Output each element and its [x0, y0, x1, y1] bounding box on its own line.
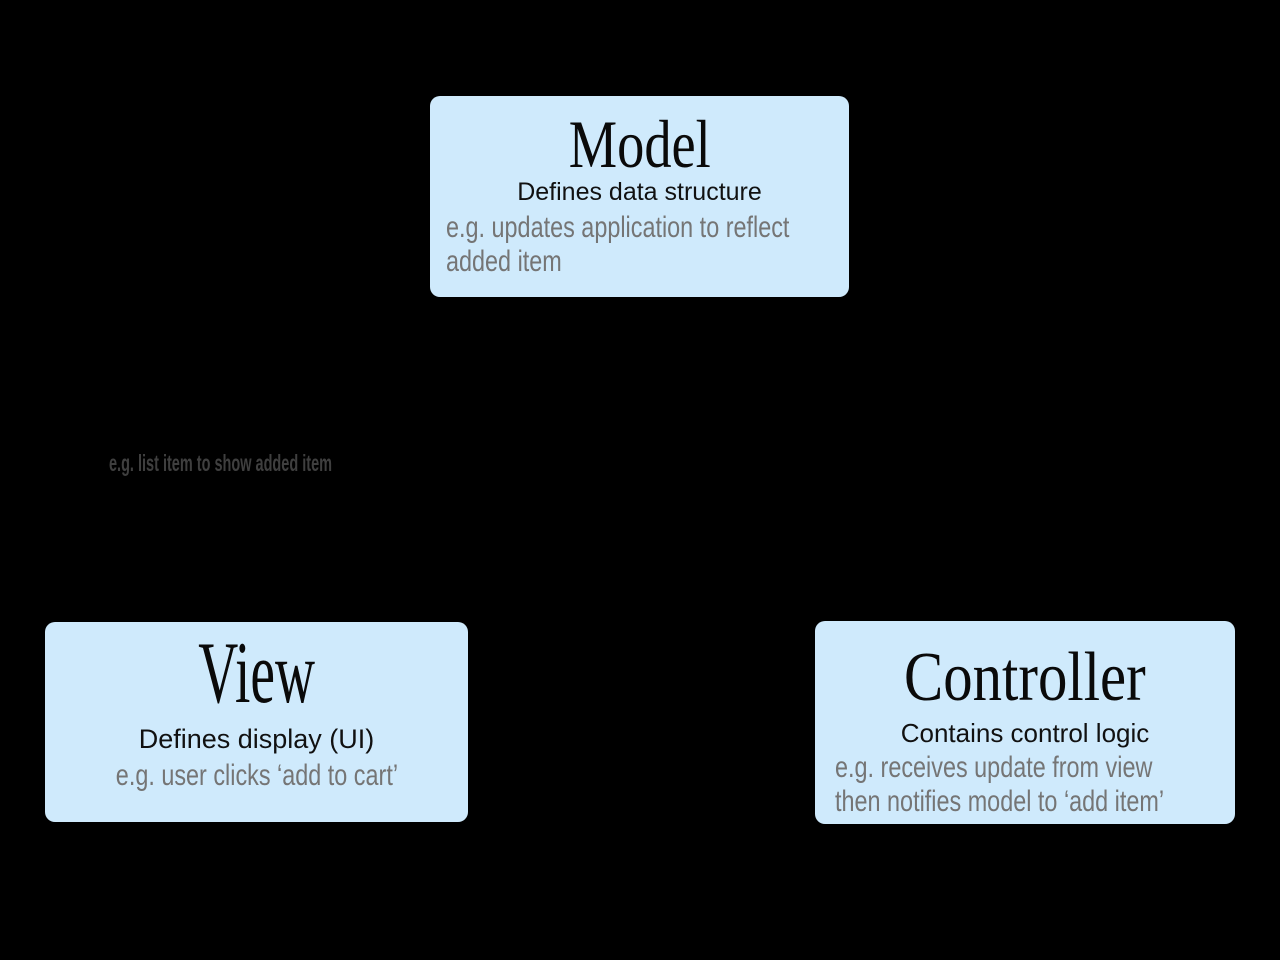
view-example: e.g. user clicks ‘add to cart’: [45, 759, 468, 793]
model-example-line: e.g. updates application to reflect: [446, 210, 790, 244]
controller-example: e.g. receives update from view then noti…: [815, 751, 1235, 819]
model-to-view-edge-label: e.g. list item to show added item: [109, 450, 333, 476]
controller-title-text: Controller: [904, 639, 1146, 716]
model-box: Model Defines data structure e.g. update…: [430, 96, 849, 297]
controller-example-line: then notifies model to ‘add item’: [835, 784, 1165, 818]
view-subtitle: Defines display (UI): [138, 724, 375, 754]
model-subtitle: Defines data structure: [517, 178, 762, 206]
view-title: View: [45, 622, 468, 718]
view-box: View Defines display (UI) e.g. user clic…: [45, 622, 468, 822]
controller-subtitle: Contains control logic: [900, 718, 1150, 748]
controller-example-line: e.g. receives update from view: [835, 750, 1153, 784]
model-title: Model: [430, 96, 849, 178]
view-example-line: e.g. user clicks ‘add to cart’: [115, 759, 398, 793]
model-title-text: Model: [568, 106, 711, 182]
view-title-text: View: [198, 625, 315, 722]
controller-box: Controller Contains control logic e.g. r…: [815, 621, 1235, 824]
model-example: e.g. updates application to reflect adde…: [430, 211, 849, 279]
controller-title: Controller: [815, 621, 1235, 713]
model-example-line: added item: [446, 244, 562, 278]
